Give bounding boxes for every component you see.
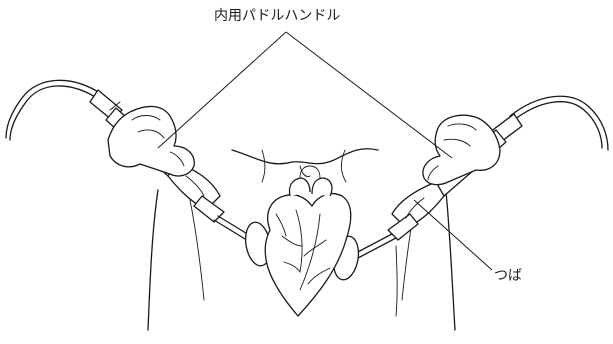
leader-line-left-handle: [157, 31, 287, 149]
left-cable: [5, 79, 104, 141]
leader-line-right-handle: [285, 31, 453, 159]
left-hand: [107, 105, 195, 177]
torso-outline: [147, 148, 456, 331]
left-paddle: [89, 89, 272, 267]
heart-illustration: [264, 165, 352, 317]
label-internal-paddle-handle: 内用パドルハンドル: [214, 8, 341, 24]
leader-line-guard: [413, 199, 493, 271]
right-hand: [422, 114, 501, 186]
label-guard: つば: [494, 268, 522, 284]
leader-lines: [157, 31, 493, 271]
right-cable: [509, 95, 609, 151]
